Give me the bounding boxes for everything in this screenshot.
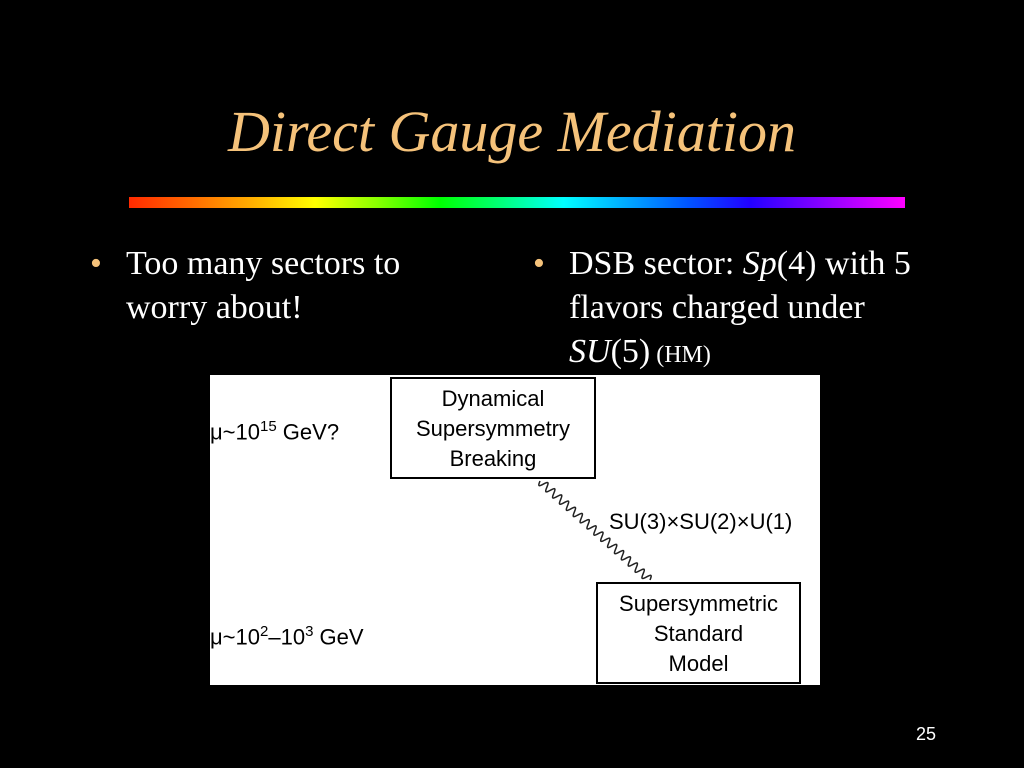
page-number: 25 bbox=[915, 724, 936, 744]
high-scale-base: μ~10 bbox=[210, 419, 260, 445]
bullet-right: • DSB sector: Sp(4) with 5 flavors charg… bbox=[533, 242, 949, 377]
slide-title: Direct Gauge Mediation bbox=[227, 99, 797, 164]
bullet-marker: • bbox=[90, 245, 102, 282]
dsb-line-1: Dynamical bbox=[441, 386, 545, 411]
high-scale-exponent: 15 bbox=[260, 418, 277, 435]
bullet-left: • Too many sectors to worry about! bbox=[90, 242, 466, 330]
low-scale-exponent-2: 3 bbox=[305, 623, 314, 640]
gauge-boson-wavy-line bbox=[538, 480, 652, 581]
symplectic-rank: (4) bbox=[776, 245, 817, 282]
dsb-line-2: Supersymmetry bbox=[415, 416, 571, 441]
rainbow-divider bbox=[129, 197, 905, 208]
high-scale-label: μ~1015 GeV? bbox=[210, 418, 339, 445]
mediation-diagram: Dynamical Supersymmetry Breaking Supersy… bbox=[210, 375, 820, 685]
unitary-group: SU bbox=[569, 333, 611, 370]
ssm-line-3: Model bbox=[668, 651, 729, 676]
wavy-line-svg bbox=[538, 480, 652, 581]
low-scale-base: μ~10 bbox=[210, 624, 260, 650]
bullet-marker: • bbox=[533, 245, 545, 282]
citation-note: (HM) bbox=[650, 342, 711, 368]
ssm-box: Supersymmetric Standard Model bbox=[596, 582, 801, 684]
unitary-rank: (5) bbox=[610, 333, 651, 370]
dsb-box: Dynamical Supersymmetry Breaking bbox=[390, 377, 596, 479]
bullet-right-prefix: DSB sector: bbox=[569, 245, 743, 282]
high-scale-unit: GeV? bbox=[276, 419, 340, 445]
ssm-line-1: Supersymmetric bbox=[619, 591, 778, 616]
bullet-right-middle: with 5 flavors charged under bbox=[569, 245, 911, 326]
symplectic-group: Sp bbox=[742, 245, 777, 282]
low-scale-unit: GeV bbox=[313, 624, 364, 650]
bullet-left-text: Too many sectors to worry about! bbox=[126, 245, 401, 326]
ssm-line-2: Standard bbox=[653, 621, 744, 646]
low-scale-label: μ~102–103 GeV bbox=[210, 623, 364, 650]
dsb-line-3: Breaking bbox=[449, 446, 537, 471]
gauge-group-label: SU(3)×SU(2)×U(1) bbox=[609, 509, 793, 534]
low-scale-exponent-1: 2 bbox=[260, 623, 269, 640]
low-scale-mid: –10 bbox=[268, 624, 306, 650]
